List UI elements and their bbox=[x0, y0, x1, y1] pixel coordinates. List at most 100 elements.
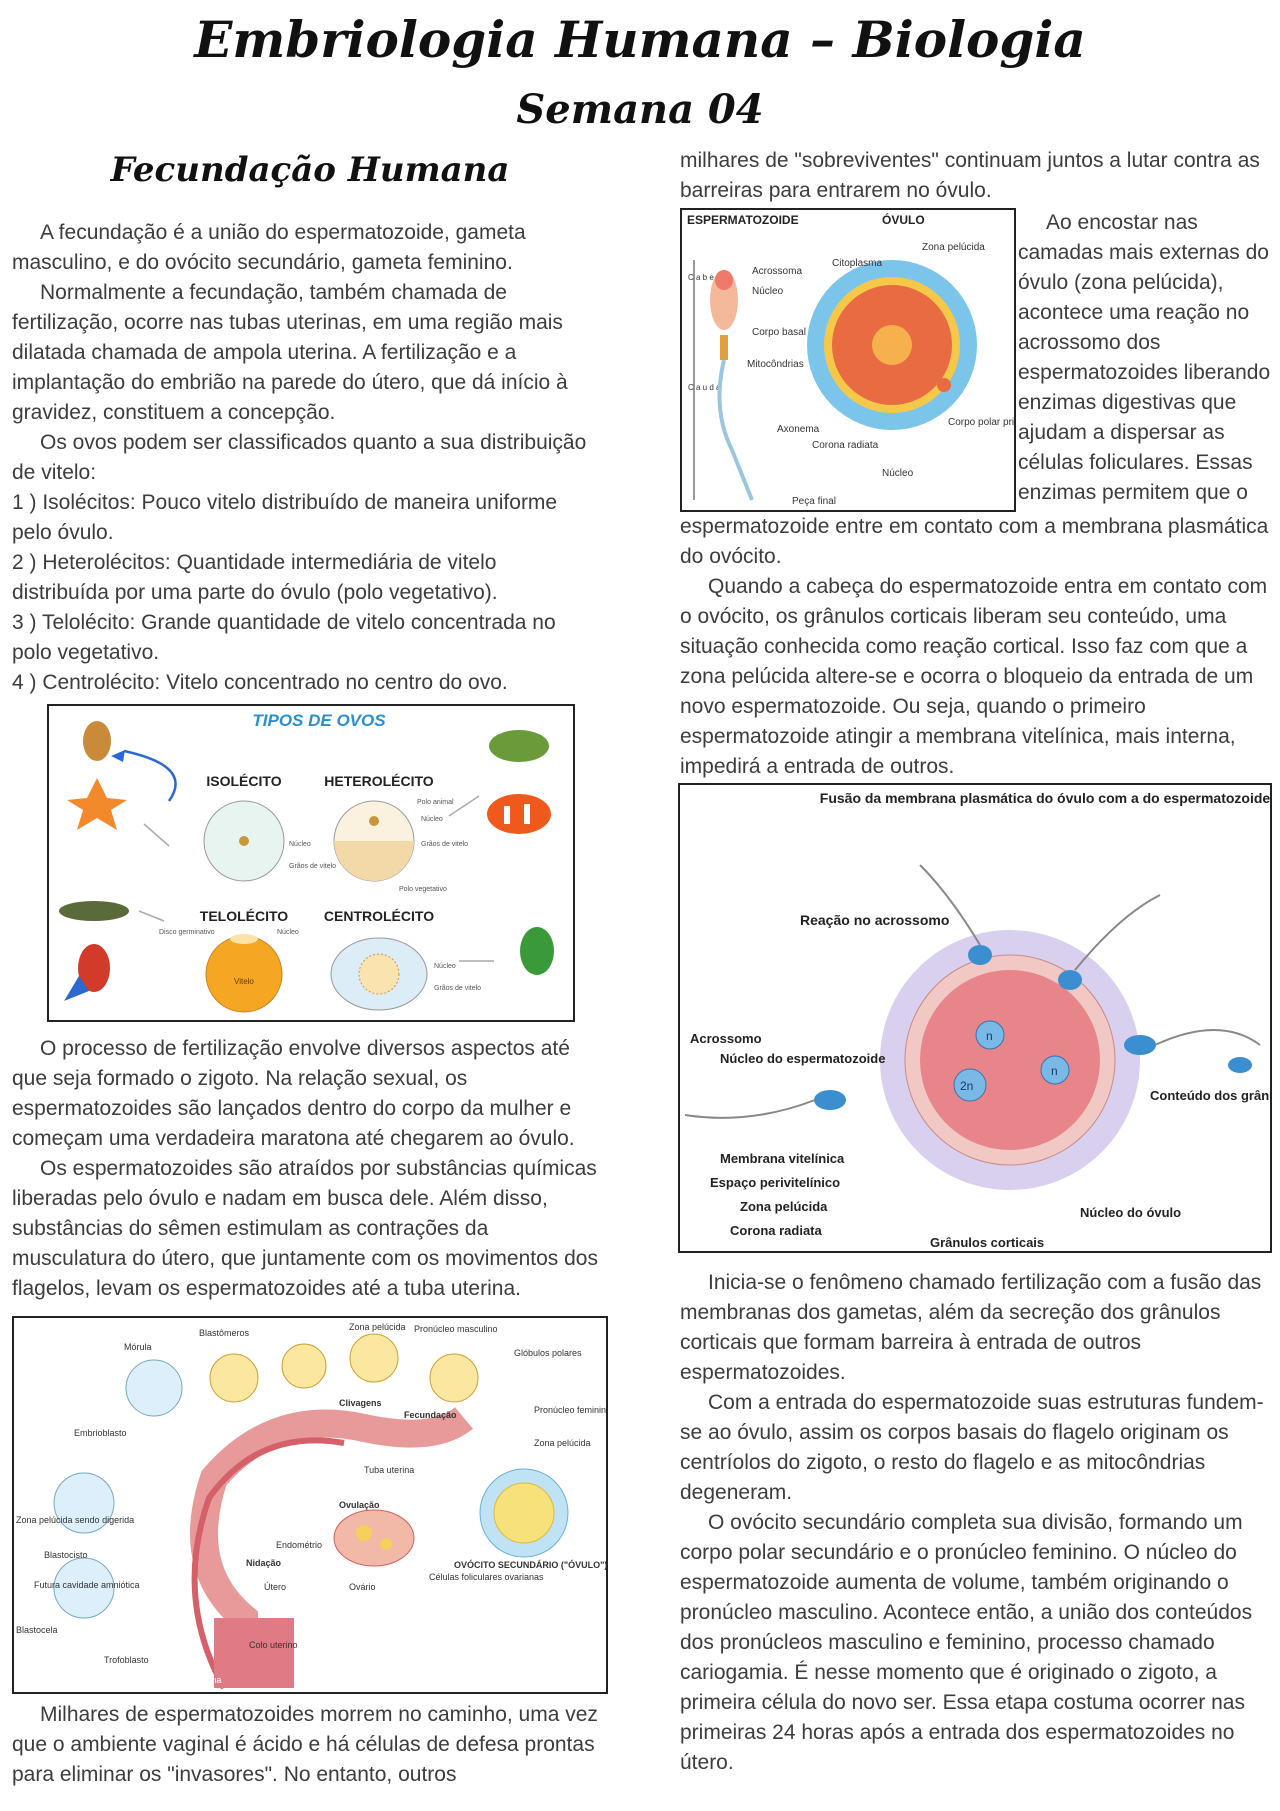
svg-text:C a u d a: C a u d a bbox=[688, 383, 721, 392]
ovum-icon bbox=[920, 970, 1100, 1150]
morula-icon bbox=[125, 1359, 183, 1417]
svg-text:Blastocela: Blastocela bbox=[16, 1625, 58, 1635]
vagina-shape bbox=[214, 1618, 294, 1688]
svg-text:Membrana vitelínica: Membrana vitelínica bbox=[720, 1151, 845, 1166]
svg-text:Endométrio: Endométrio bbox=[276, 1540, 322, 1550]
paragraph: Os ovos podem ser classificados quanto a… bbox=[12, 431, 587, 484]
svg-text:Fecundação: Fecundação bbox=[404, 1410, 457, 1420]
frog-icon bbox=[489, 730, 549, 762]
svg-text:Reação no acrossomo: Reação no acrossomo bbox=[800, 912, 949, 928]
svg-text:Corpo polar primário: Corpo polar primário bbox=[948, 417, 1014, 428]
svg-text:Blastocisto: Blastocisto bbox=[44, 1550, 88, 1560]
right-text-block-1: milhares de "sobreviventes" continuam ju… bbox=[680, 146, 1270, 206]
label-heterolecito: HETEROLÉCITO bbox=[324, 773, 434, 789]
svg-text:Blastômeros: Blastômeros bbox=[199, 1328, 250, 1338]
blastocyst-icon bbox=[53, 1557, 115, 1619]
svg-text:Acrossoma: Acrossoma bbox=[752, 266, 802, 277]
svg-text:Núcleo: Núcleo bbox=[434, 963, 456, 970]
svg-text:Nidação: Nidação bbox=[246, 1558, 282, 1568]
svg-text:Pronúcleo feminino: Pronúcleo feminino bbox=[534, 1405, 606, 1415]
svg-text:Núcleo: Núcleo bbox=[882, 468, 914, 479]
svg-text:Corpo basal: Corpo basal bbox=[752, 327, 806, 338]
figure-gametes: ESPERMATOZOIDE ÓVULO C a b e ç a C a u d… bbox=[680, 208, 1016, 512]
svg-text:Núcleo do espermatozoide: Núcleo do espermatozoide bbox=[720, 1051, 885, 1066]
svg-text:Vagina: Vagina bbox=[194, 1675, 221, 1685]
svg-text:Zona pelúcida: Zona pelúcida bbox=[534, 1438, 591, 1448]
list-item: 1 ) Isolécitos: Pouco vitelo distribuído… bbox=[12, 491, 558, 544]
svg-text:Zona pelúcida: Zona pelúcida bbox=[349, 1322, 406, 1332]
paragraph: A fecundação é a união do espermatozoide… bbox=[12, 221, 526, 274]
svg-text:OVÓCITO SECUNDÁRIO ("ÓVULO"): OVÓCITO SECUNDÁRIO ("ÓVULO") bbox=[454, 1559, 606, 1570]
fig-title: TIPOS DE OVOS bbox=[252, 711, 386, 730]
beetle-icon bbox=[520, 927, 554, 975]
svg-text:Espaço perivitelínico: Espaço perivitelínico bbox=[710, 1175, 840, 1190]
paragraph: Os espermatozoides são atraídos por subs… bbox=[12, 1157, 598, 1300]
svg-text:Trofoblasto: Trofoblasto bbox=[104, 1655, 149, 1665]
parrot-icon bbox=[78, 944, 110, 992]
svg-text:Colo uterino: Colo uterino bbox=[249, 1640, 298, 1650]
svg-text:n: n bbox=[986, 1029, 993, 1043]
page-title: Embriologia Humana – Biologia bbox=[194, 10, 1086, 69]
svg-text:Útero: Útero bbox=[264, 1582, 286, 1592]
svg-text:Zona pelúcida sendo digerida: Zona pelúcida sendo digerida bbox=[16, 1515, 134, 1525]
section-title: Fecundação Humana bbox=[110, 150, 510, 190]
svg-text:Acrossomo: Acrossomo bbox=[690, 1031, 762, 1046]
fig-title: Fusão da membrana plasmática do óvulo co… bbox=[820, 790, 1270, 806]
clownfish-icon bbox=[487, 794, 551, 834]
paragraph: Com a entrada do espermatozoide suas est… bbox=[680, 1391, 1264, 1504]
left-text-block-2: O processo de fertilização envolve diver… bbox=[12, 1034, 602, 1304]
svg-text:Ovário: Ovário bbox=[349, 1582, 376, 1592]
svg-text:Embrioblasto: Embrioblasto bbox=[74, 1428, 127, 1438]
list-item: 3 ) Telolécito: Grande quantidade de vit… bbox=[12, 611, 556, 664]
svg-text:Vitelo: Vitelo bbox=[234, 977, 254, 986]
svg-text:Glóbulos polares: Glóbulos polares bbox=[514, 1348, 582, 1358]
paragraph: Inicia-se o fenômeno chamado fertilizaçã… bbox=[680, 1271, 1262, 1384]
crocodile-icon bbox=[59, 901, 129, 921]
svg-text:Grãos de vitelo: Grãos de vitelo bbox=[434, 985, 481, 992]
paragraph: Milhares de espermatozoides morrem no ca… bbox=[12, 1703, 598, 1786]
svg-text:Citoplasma: Citoplasma bbox=[832, 258, 882, 269]
svg-text:Pronúcleo masculino: Pronúcleo masculino bbox=[414, 1324, 498, 1334]
paragraph: O ovócito secundário completa sua divisã… bbox=[680, 1511, 1253, 1774]
uterus-shape bbox=[190, 1406, 473, 1688]
label-ovulo: ÓVULO bbox=[882, 212, 925, 227]
svg-text:Disco germinativo: Disco germinativo bbox=[159, 929, 215, 936]
paragraph: Normalmente a fecundação, também chamada… bbox=[12, 281, 568, 424]
svg-text:Zona pelúcida: Zona pelúcida bbox=[922, 242, 985, 253]
sperm-icon bbox=[814, 1090, 846, 1110]
svg-text:n: n bbox=[1051, 1064, 1058, 1078]
svg-text:Núcleo: Núcleo bbox=[277, 929, 299, 936]
paragraph: O processo de fertilização envolve diver… bbox=[12, 1037, 575, 1150]
svg-text:Corona radiata: Corona radiata bbox=[730, 1223, 823, 1238]
svg-text:Polo vegetativo: Polo vegetativo bbox=[399, 886, 447, 893]
label-espermatozoide: ESPERMATOZOIDE bbox=[687, 213, 799, 227]
paragraph: milhares de "sobreviventes" continuam ju… bbox=[680, 149, 1260, 202]
right-text-block-2: espermatozoide entre em contato com a me… bbox=[680, 512, 1270, 782]
svg-text:Grânulos corticais: Grânulos corticais bbox=[930, 1235, 1044, 1250]
paragraph: espermatozoide entre em contato com a me… bbox=[680, 515, 1269, 568]
starfish-icon bbox=[67, 778, 127, 830]
svg-text:Peça final: Peça final bbox=[792, 496, 836, 507]
ovum-nucleus-icon bbox=[872, 325, 912, 365]
svg-text:Conteúdo dos grânulos corticai: Conteúdo dos grânulos corticais bbox=[1150, 1088, 1270, 1103]
svg-text:Núcleo: Núcleo bbox=[752, 286, 784, 297]
list-item: 4 ) Centrolécito: Vitelo concentrado no … bbox=[12, 671, 508, 694]
svg-text:Núcleo: Núcleo bbox=[289, 841, 311, 848]
svg-text:Tuba uterina: Tuba uterina bbox=[364, 1465, 414, 1475]
svg-text:Núcleo: Núcleo bbox=[421, 816, 443, 823]
svg-text:Axonema: Axonema bbox=[777, 424, 820, 435]
embryoblast-icon bbox=[53, 1472, 115, 1534]
svg-text:Mórula: Mórula bbox=[124, 1342, 152, 1352]
right-side-text: Ao encostar nas camadas mais externas do… bbox=[1018, 208, 1272, 508]
svg-text:Grãos de vitelo: Grãos de vitelo bbox=[421, 841, 468, 848]
svg-text:Zona pelúcida: Zona pelúcida bbox=[740, 1199, 828, 1214]
svg-text:Grãos de vitelo: Grãos de vitelo bbox=[289, 863, 336, 870]
paragraph: Quando a cabeça do espermatozoide entra … bbox=[680, 575, 1268, 778]
left-text-block-3: Milhares de espermatozoides morrem no ca… bbox=[12, 1700, 602, 1790]
svg-text:Futura cavidade amniótica: Futura cavidade amniótica bbox=[34, 1580, 140, 1590]
svg-text:Mitocôndrias: Mitocôndrias bbox=[747, 359, 804, 370]
right-text-block-3: Inicia-se o fenômeno chamado fertilizaçã… bbox=[680, 1268, 1275, 1778]
figure-membrane-fusion: Fusão da membrana plasmática do óvulo co… bbox=[678, 783, 1272, 1253]
list-item: 2 ) Heterolécitos: Quantidade intermediá… bbox=[12, 551, 498, 604]
svg-text:C a b e ç a: C a b e ç a bbox=[688, 273, 727, 282]
